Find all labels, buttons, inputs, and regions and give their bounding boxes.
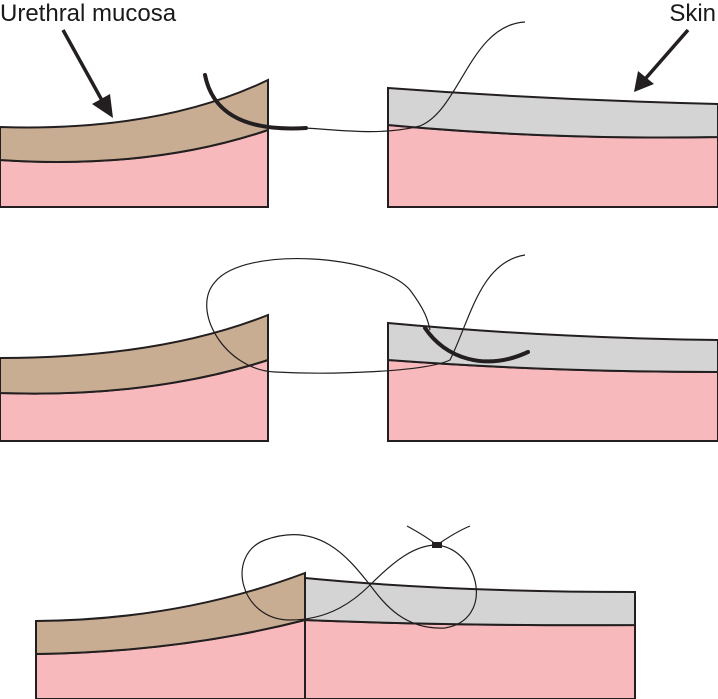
panel-2 [0,255,718,441]
panel-1 [0,22,718,207]
skin-arrow [634,30,688,92]
skin-label: Skin [669,0,716,27]
urethral-mucosa-label: Urethral mucosa [0,0,177,27]
urethral-mucosa-arrow [63,30,113,118]
panel-3-skin-layer [305,578,635,625]
panel-3 [36,526,635,699]
panel-3-knot [432,542,442,548]
panel-3-right-tissue [305,620,635,699]
